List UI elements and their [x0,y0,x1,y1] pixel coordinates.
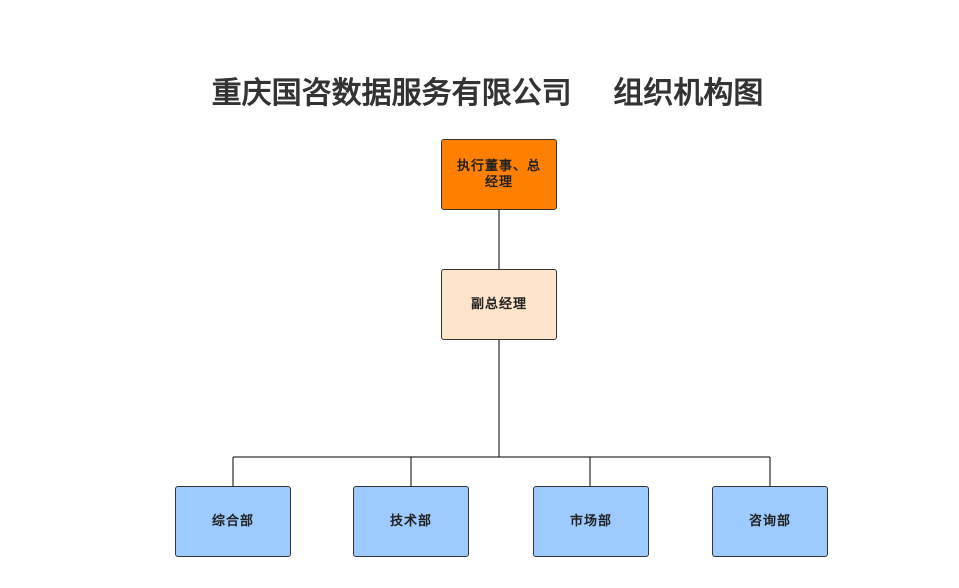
node-dept-market: 市场部 [533,486,649,557]
node-dept-tech: 技术部 [353,486,469,557]
chart-title: 重庆国咨数据服务有限公司 组织机构图 [211,76,764,111]
node-vice-manager: 副总经理 [441,269,557,340]
node-dept-general: 综合部 [175,486,291,557]
node-dept-consult: 咨询部 [712,486,828,557]
node-ceo: 执行董事、总经理 [441,139,557,210]
